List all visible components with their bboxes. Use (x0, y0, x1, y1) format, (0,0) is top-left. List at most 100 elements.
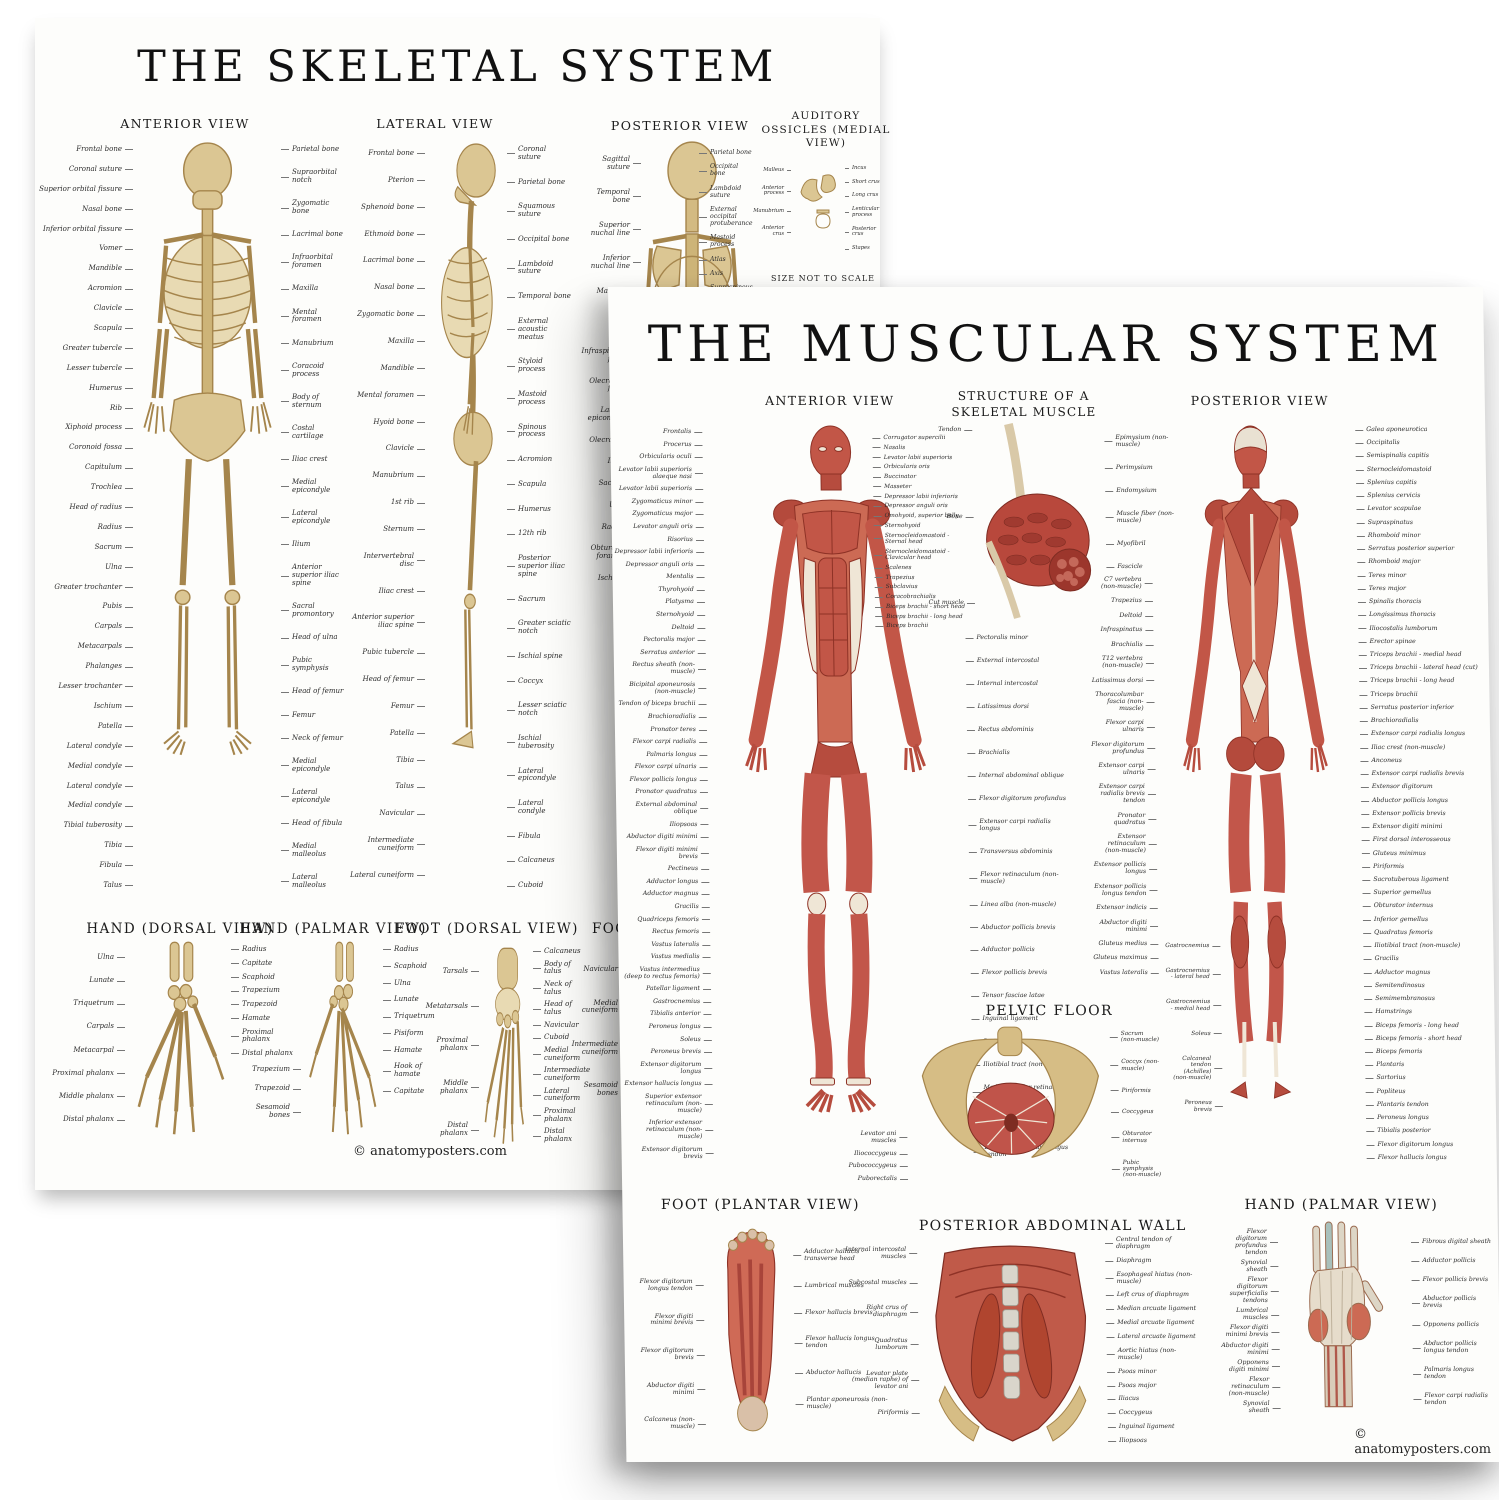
leader-line (873, 525, 882, 527)
anatomy-label: Ischial spine (507, 652, 563, 661)
anatomy-label-text: Pubococcygeus (848, 1162, 897, 1170)
leader-line (417, 560, 425, 562)
anatomy-label: Coronal suture (507, 145, 571, 162)
anatomy-label: Lateral condyle (67, 782, 133, 791)
anatomy-label-text: Masseter (884, 483, 912, 490)
anatomy-label: Greater trochanter (54, 583, 133, 592)
anatomy-label-text: Platysma (665, 598, 695, 606)
anatomy-label: Palmaris longus tendon (1413, 1366, 1495, 1381)
leader-line (231, 990, 239, 992)
leader-line (795, 1403, 804, 1405)
anatomy-label-text: Iliac crest (378, 586, 414, 595)
anatomy-label: Mental foramen (281, 308, 345, 325)
anatomy-label: Body of sternum (281, 393, 345, 410)
anatomy-label: Splenius capitis (1356, 479, 1417, 487)
leader-line (1150, 943, 1159, 945)
anatomy-label: Distal phalanx (431, 1122, 479, 1138)
anatomy-label: Biceps femoris - short head (1364, 1035, 1462, 1043)
anatomy-label-text: Levator labii superioris (618, 485, 693, 493)
anatomy-label: Metatarsals (426, 1002, 479, 1011)
anatomy-label-text: Linea alba (non-muscle) (980, 900, 1057, 908)
anatomy-label: Lateral condyle (507, 799, 571, 816)
leader-line (417, 153, 425, 155)
anatomy-label-text: Navicular (583, 965, 618, 973)
anatomy-label-text: Extensor carpi radialis brevis (1371, 770, 1465, 778)
anatomy-label-text: Peroneus brevis (650, 1048, 702, 1056)
hand-dorsal-heading: HAND (DORSAL VIEW) (86, 921, 274, 937)
anatomy-label-text: Incus (852, 165, 867, 171)
anatomy-label-text: Squamous suture (518, 202, 555, 219)
leader-line (705, 1130, 714, 1132)
leader-line (507, 742, 515, 744)
anatomy-label-text: Nasal bone (374, 283, 414, 292)
anatomy-label-text: Abductor pollicis brevis (980, 923, 1056, 931)
anatomy-label: Fibula (507, 832, 541, 841)
leader-line (281, 486, 289, 488)
anatomy-label: Gastrocnemius - medial head (1166, 999, 1222, 1012)
anatomy-label-text: Thoracolumbar fascia (non-muscle) (1095, 690, 1144, 712)
anatomy-label-text: Coccyx (non-muscle) (1121, 1059, 1160, 1072)
anatomy-label-text: Gluteus maximus (1093, 954, 1148, 962)
anatomy-label: Iliotibial tract (non-muscle) (1363, 942, 1460, 950)
anatomy-label: Anterior process (751, 185, 791, 198)
anatomy-label: Extensor carpi ulnaris (1089, 762, 1156, 777)
anatomy-label: Lateral arcuate ligament (1106, 1333, 1196, 1341)
anatomy-label: Sternohyoid (656, 611, 706, 619)
anatomy-label: Teres major (1357, 585, 1406, 593)
leader-line (704, 1068, 713, 1070)
leader-line (899, 1137, 908, 1139)
anatomy-label: Peroneus brevis (1169, 1100, 1223, 1113)
leader-line (383, 1050, 391, 1052)
anatomy-label-text: Capitate (242, 958, 273, 967)
anatomy-label-text: Tibialis posterior (1377, 1127, 1431, 1135)
anatomy-label-text: Carpals (94, 622, 122, 631)
anatomy-label: Extensor pollicis longus tendon (1091, 883, 1158, 898)
anatomy-label: Plantar aponeurosis (non-muscle) (795, 1396, 889, 1411)
leader-line (417, 233, 425, 235)
anatomy-label-text: Acromion (518, 455, 553, 464)
leader-line (383, 1070, 391, 1072)
anatomy-label: Flexor pollicis brevis (970, 969, 1048, 977)
thenar (1346, 1302, 1371, 1341)
anatomy-label-text: Biceps femoris - long head (1375, 1021, 1460, 1029)
leader-line (1361, 800, 1370, 802)
anatomy-label-text: Nasalis (883, 444, 906, 451)
anatomy-label-text: Superior extensor retinaculum (non-muscl… (645, 1092, 702, 1114)
leader-line (533, 988, 541, 990)
anatomy-label: Triceps brachii - long head (1359, 677, 1454, 685)
leader-line (696, 589, 705, 591)
leader-line (704, 1052, 713, 1054)
leader-line (1356, 482, 1365, 484)
anatomy-label: Semimembranosus (1364, 995, 1435, 1003)
anatomy-label-text: Mandible (380, 363, 414, 372)
leader-line (125, 348, 133, 350)
leader-line (700, 808, 709, 810)
anatomy-label: Popliteus (1365, 1088, 1406, 1096)
anatomy-label: Rib (110, 404, 133, 413)
anatomy-label-text: Triquetrum (394, 1012, 435, 1021)
anatomy-label-text: Rhomboid major (1368, 558, 1421, 566)
anatomy-label-text: Vastus lateralis (1099, 968, 1148, 976)
anatomy-label: Tendon (938, 426, 973, 434)
leader-line (701, 881, 710, 883)
leader-line (787, 170, 791, 172)
anatomy-label: Sacrotuberous ligament (1362, 876, 1449, 884)
anatomy-label-text: Adductor pollicis (1422, 1257, 1476, 1265)
anatomy-label: Phalanges (85, 662, 133, 671)
leader-line (1270, 1266, 1279, 1268)
anatomy-label-text: Levator scapulae (1367, 505, 1422, 513)
hand-palmar-figure (307, 940, 383, 1140)
anatomy-label: Head of femur (281, 687, 343, 696)
anatomy-label-text: Depressor labii inferioris (614, 548, 694, 556)
leader-line (1105, 517, 1114, 519)
anatomy-label: Head of femur (363, 675, 425, 684)
anatomy-label-text: Medial epicondyle (292, 756, 331, 773)
anatomy-label: Clavicle (94, 304, 133, 313)
anatomy-label-text: Abductor pollicis brevis (1422, 1295, 1477, 1310)
leader-line (699, 273, 707, 275)
leader-line (696, 602, 705, 604)
leader-line (125, 766, 133, 768)
